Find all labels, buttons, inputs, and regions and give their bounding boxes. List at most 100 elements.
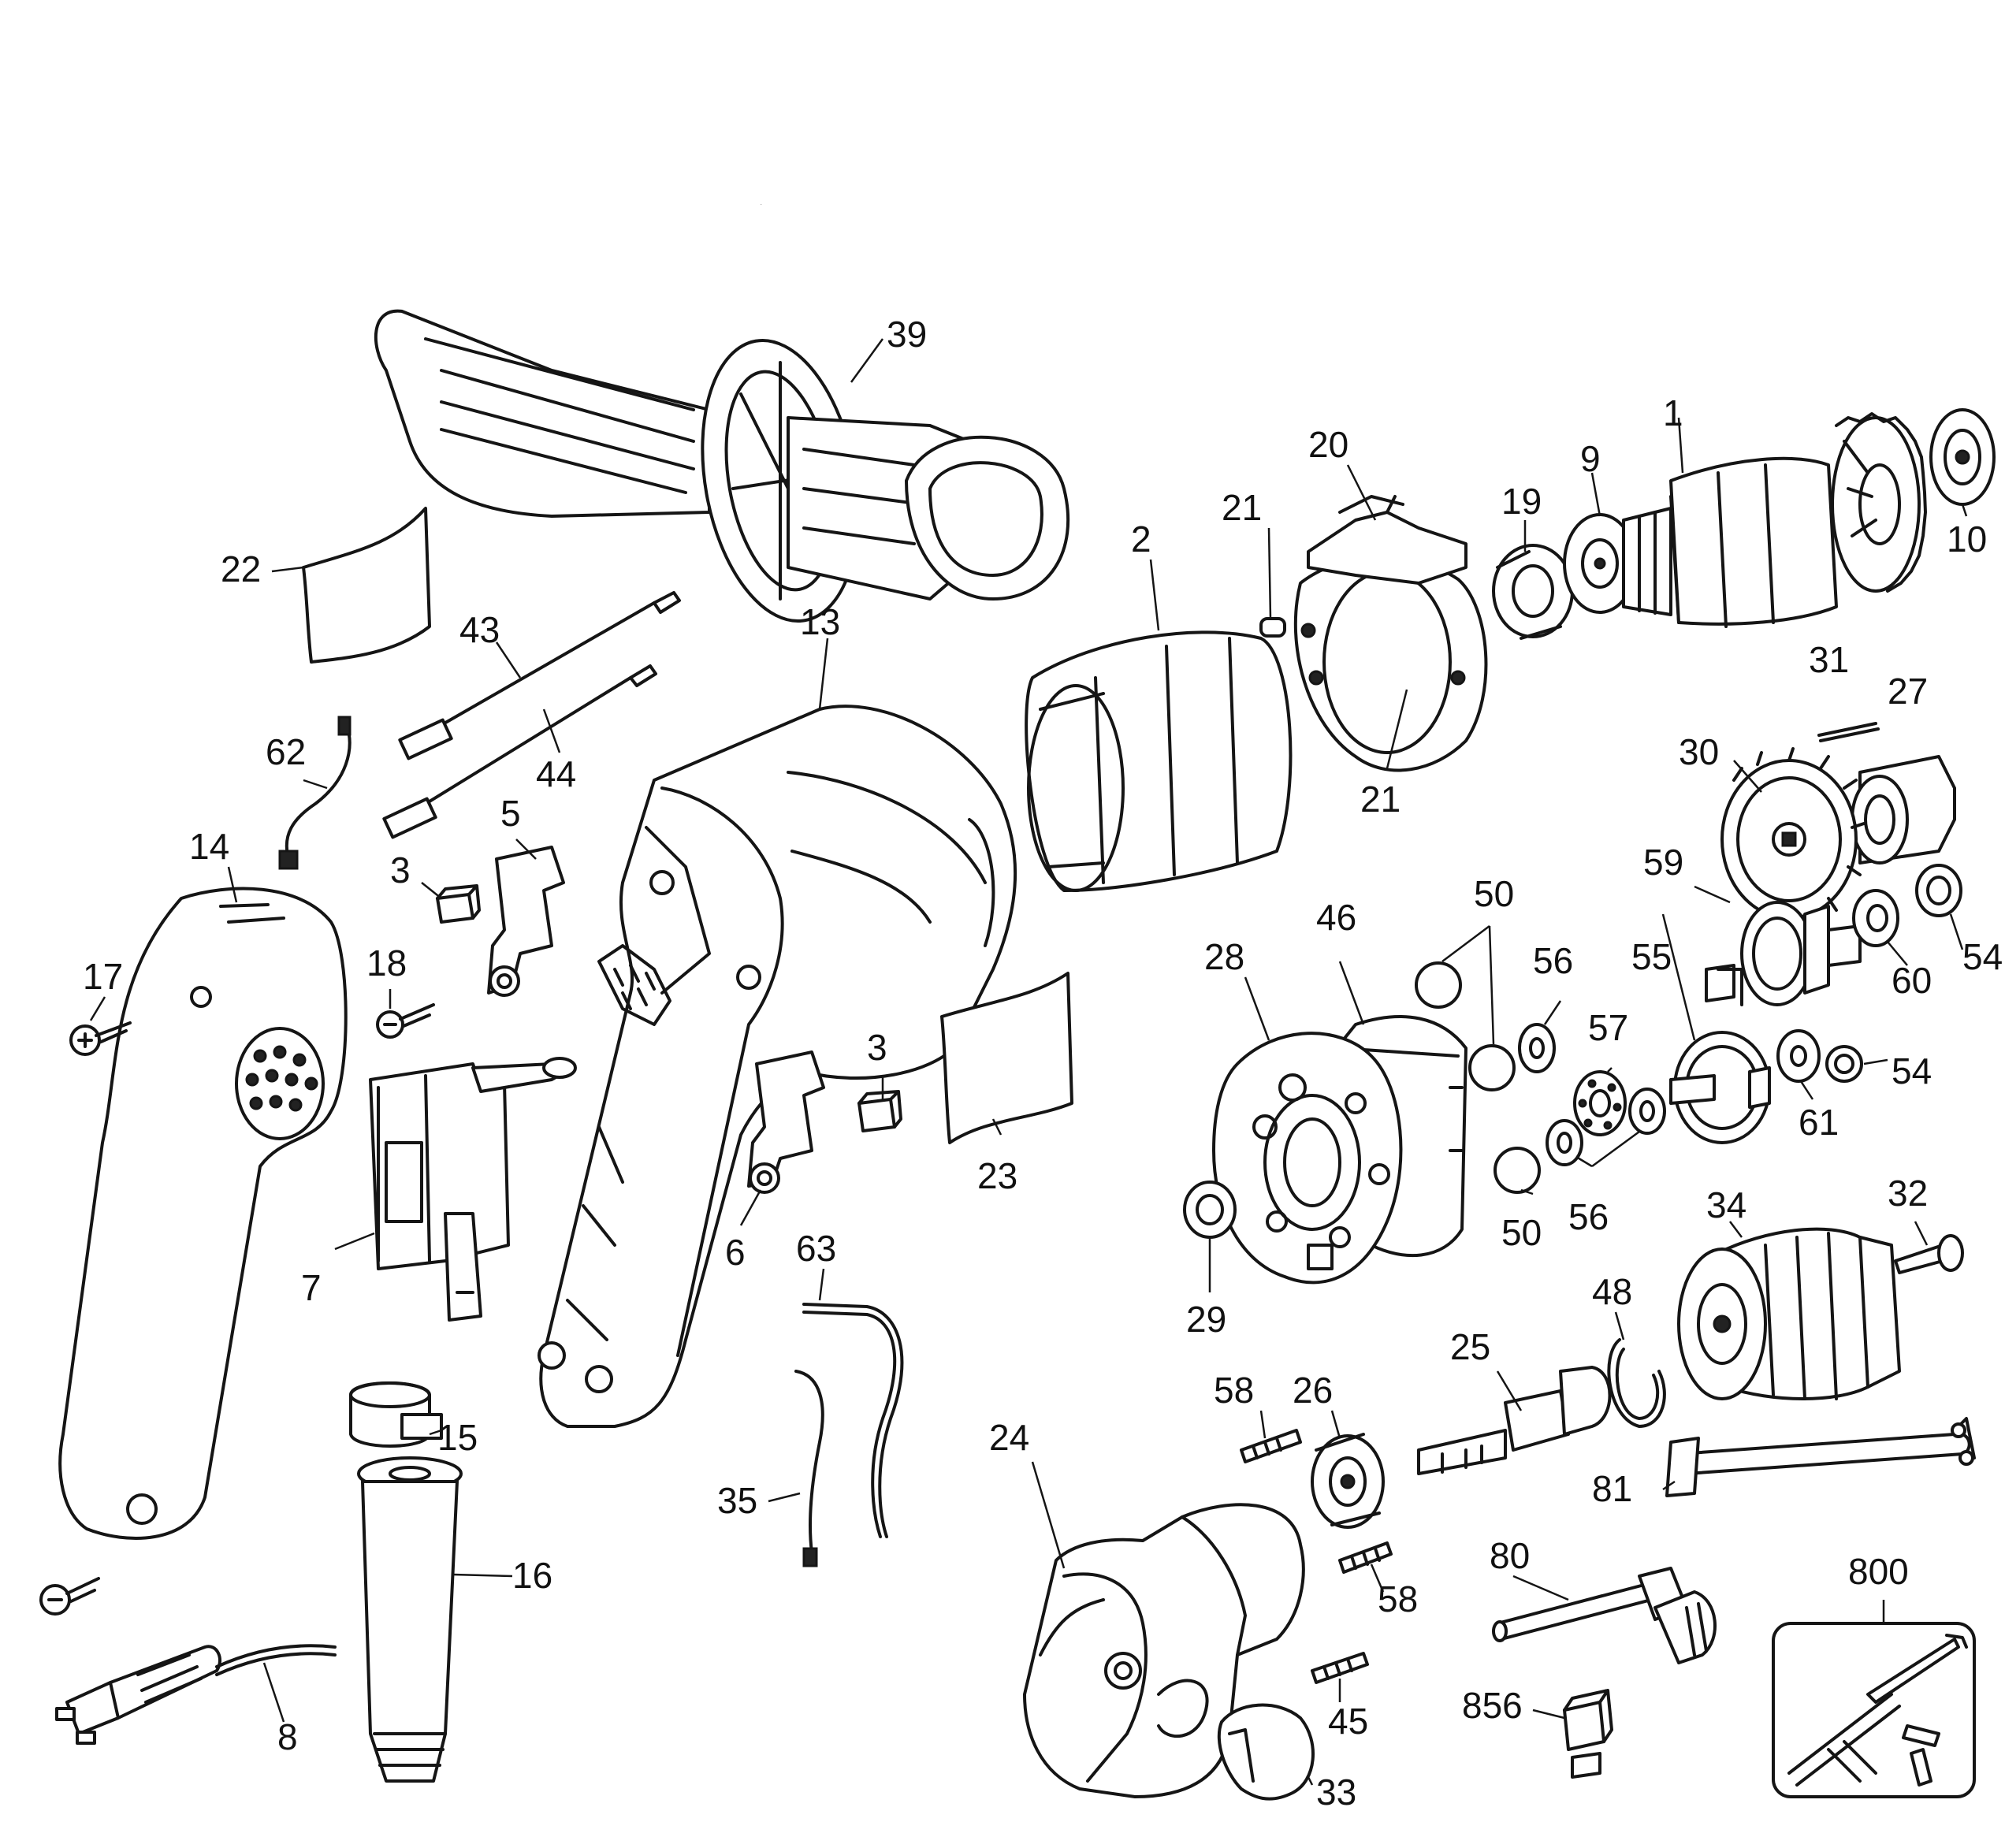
lead-63-part	[802, 1303, 904, 1538]
part-label: 8	[277, 1716, 298, 1757]
part-label: 21	[1360, 779, 1401, 820]
brush-ring-20-part	[1293, 495, 1488, 772]
sleeve-27-part	[1851, 755, 1956, 865]
gear-case-28-part	[1212, 1032, 1403, 1285]
part-label: 58	[1378, 1578, 1418, 1619]
washer-56-right-part	[1628, 1088, 1666, 1135]
part-label: 33	[1316, 1772, 1356, 1813]
part-label: 58	[1214, 1370, 1254, 1411]
armature-1-part	[1622, 412, 1927, 628]
part-label: 29	[1186, 1299, 1226, 1340]
field-2-part	[1025, 630, 1293, 892]
bearing-54-lower-part	[1825, 1045, 1863, 1083]
part-label: 21	[1222, 487, 1262, 528]
part-label: 18	[366, 943, 407, 983]
pin-21-upper-part	[1259, 617, 1286, 638]
part-label: 3	[867, 1027, 887, 1068]
part-label: 16	[512, 1555, 552, 1596]
part-label: 54	[1892, 1050, 1932, 1091]
part-label: 81	[1592, 1468, 1632, 1509]
bearing-26-part	[1311, 1433, 1385, 1529]
cover-33-part	[1217, 1703, 1315, 1801]
screw-45-part	[1311, 1652, 1369, 1684]
clip-856-part	[1563, 1689, 1613, 1779]
screw-lower-part	[39, 1577, 100, 1616]
part-number-labels: 39 1 20 9 19 10 21 2 22 13 43 31 27 62 4…	[83, 314, 2003, 1813]
ground-lead-part	[278, 716, 352, 870]
nut-60-part	[1852, 889, 1899, 947]
part-label: 30	[1679, 731, 1719, 772]
part-label: 6	[725, 1232, 746, 1273]
part-label: 50	[1501, 1212, 1542, 1253]
part-label: 50	[1474, 873, 1514, 914]
part-label: 3	[390, 850, 411, 891]
handle-rod-16-part	[357, 1456, 463, 1783]
washer-56-left-part	[1546, 1119, 1583, 1166]
part-label: 56	[1568, 1196, 1609, 1237]
brush-3-upper-part	[436, 884, 481, 924]
part-label: 32	[1888, 1173, 1928, 1214]
brush-holder-6-part	[747, 1050, 825, 1194]
bearing-50-top-part	[1415, 961, 1462, 1009]
part-label: 856	[1462, 1685, 1523, 1726]
washer-56-top-part	[1518, 1023, 1556, 1073]
part-label: 22	[221, 548, 261, 589]
handle-cover-part	[58, 887, 348, 1540]
part-label: 62	[266, 731, 306, 772]
bracket-81-part	[1665, 1417, 1976, 1497]
part-label: 7	[301, 1267, 322, 1308]
brush-holder-5-part	[487, 846, 565, 997]
lead-wires-part	[382, 591, 681, 839]
part-label: 57	[1588, 1007, 1628, 1048]
gear-shaft-59-part	[1705, 901, 1862, 1006]
part-label: 34	[1706, 1184, 1746, 1225]
part-label: 56	[1533, 940, 1573, 981]
brush-3-lower-part	[857, 1090, 902, 1132]
part-label: 17	[83, 956, 123, 997]
bearing-50-mid-part	[1468, 1044, 1516, 1091]
part-label: 19	[1501, 481, 1542, 522]
part-label: 43	[459, 609, 500, 650]
washer-61-part	[1776, 1029, 1821, 1083]
part-label: 24	[989, 1417, 1029, 1458]
part-label: 55	[1631, 936, 1672, 977]
part-label: 31	[1809, 639, 1849, 680]
leader-lines	[89, 338, 1968, 1786]
part-label: 1	[1663, 392, 1683, 433]
part-label: 35	[717, 1480, 757, 1521]
part-label: 60	[1892, 960, 1932, 1001]
part-label: 15	[437, 1417, 478, 1458]
lead-35-part	[794, 1370, 824, 1567]
part-label: 13	[800, 601, 840, 642]
part-label: 80	[1490, 1535, 1530, 1576]
cord-plug-part	[55, 1644, 337, 1745]
part-label: 28	[1204, 936, 1244, 977]
bearing-54-upper-part	[1915, 864, 1962, 917]
pin-31-part	[1817, 722, 1880, 742]
chuck-key-80-part	[1492, 1567, 1717, 1664]
chuck-34-part	[1677, 1227, 1901, 1400]
part-label: 9	[1580, 438, 1601, 479]
part-label: 800	[1848, 1551, 1909, 1592]
retaining-ring-48-part	[1607, 1338, 1666, 1428]
spindle-25-part	[1417, 1366, 1612, 1475]
part-label: 26	[1293, 1370, 1333, 1411]
part-label: 10	[1947, 519, 1987, 560]
part-label: 14	[189, 826, 229, 867]
gear-55-part	[1669, 1031, 1771, 1144]
part-label: 27	[1888, 671, 1928, 712]
label-22-part	[302, 507, 431, 664]
bearing-50-bottom-part	[1494, 1147, 1541, 1194]
gear-30-part	[1720, 747, 1866, 920]
bearing-10-part	[1929, 408, 1996, 506]
screw-58-upper-part	[1240, 1429, 1302, 1463]
screw-58-lower-part	[1338, 1541, 1393, 1574]
part-label: 59	[1643, 842, 1683, 883]
part-label: 54	[1962, 936, 2003, 977]
part-label: 48	[1592, 1271, 1632, 1312]
part-label: 20	[1308, 424, 1348, 465]
washer-29-part	[1183, 1181, 1237, 1239]
assembly-box-800-part	[1772, 1622, 1976, 1798]
part-label: 2	[1131, 519, 1151, 560]
switch-7-part	[369, 1057, 577, 1322]
